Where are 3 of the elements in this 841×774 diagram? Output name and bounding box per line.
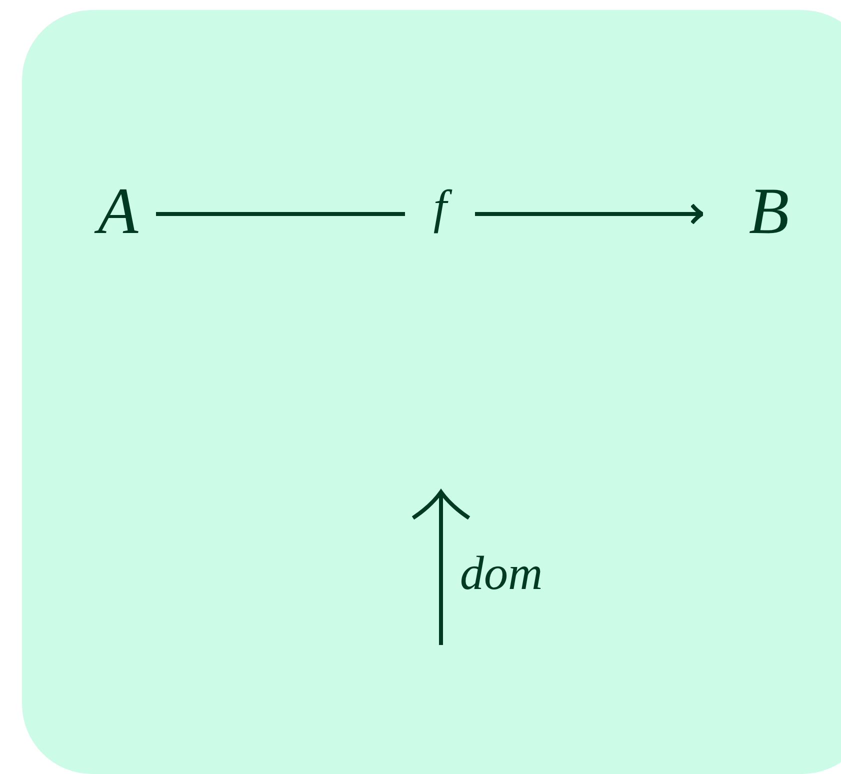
arrow-label: dom <box>460 550 543 598</box>
variable-label: B <box>748 179 790 245</box>
card-background <box>22 10 841 774</box>
